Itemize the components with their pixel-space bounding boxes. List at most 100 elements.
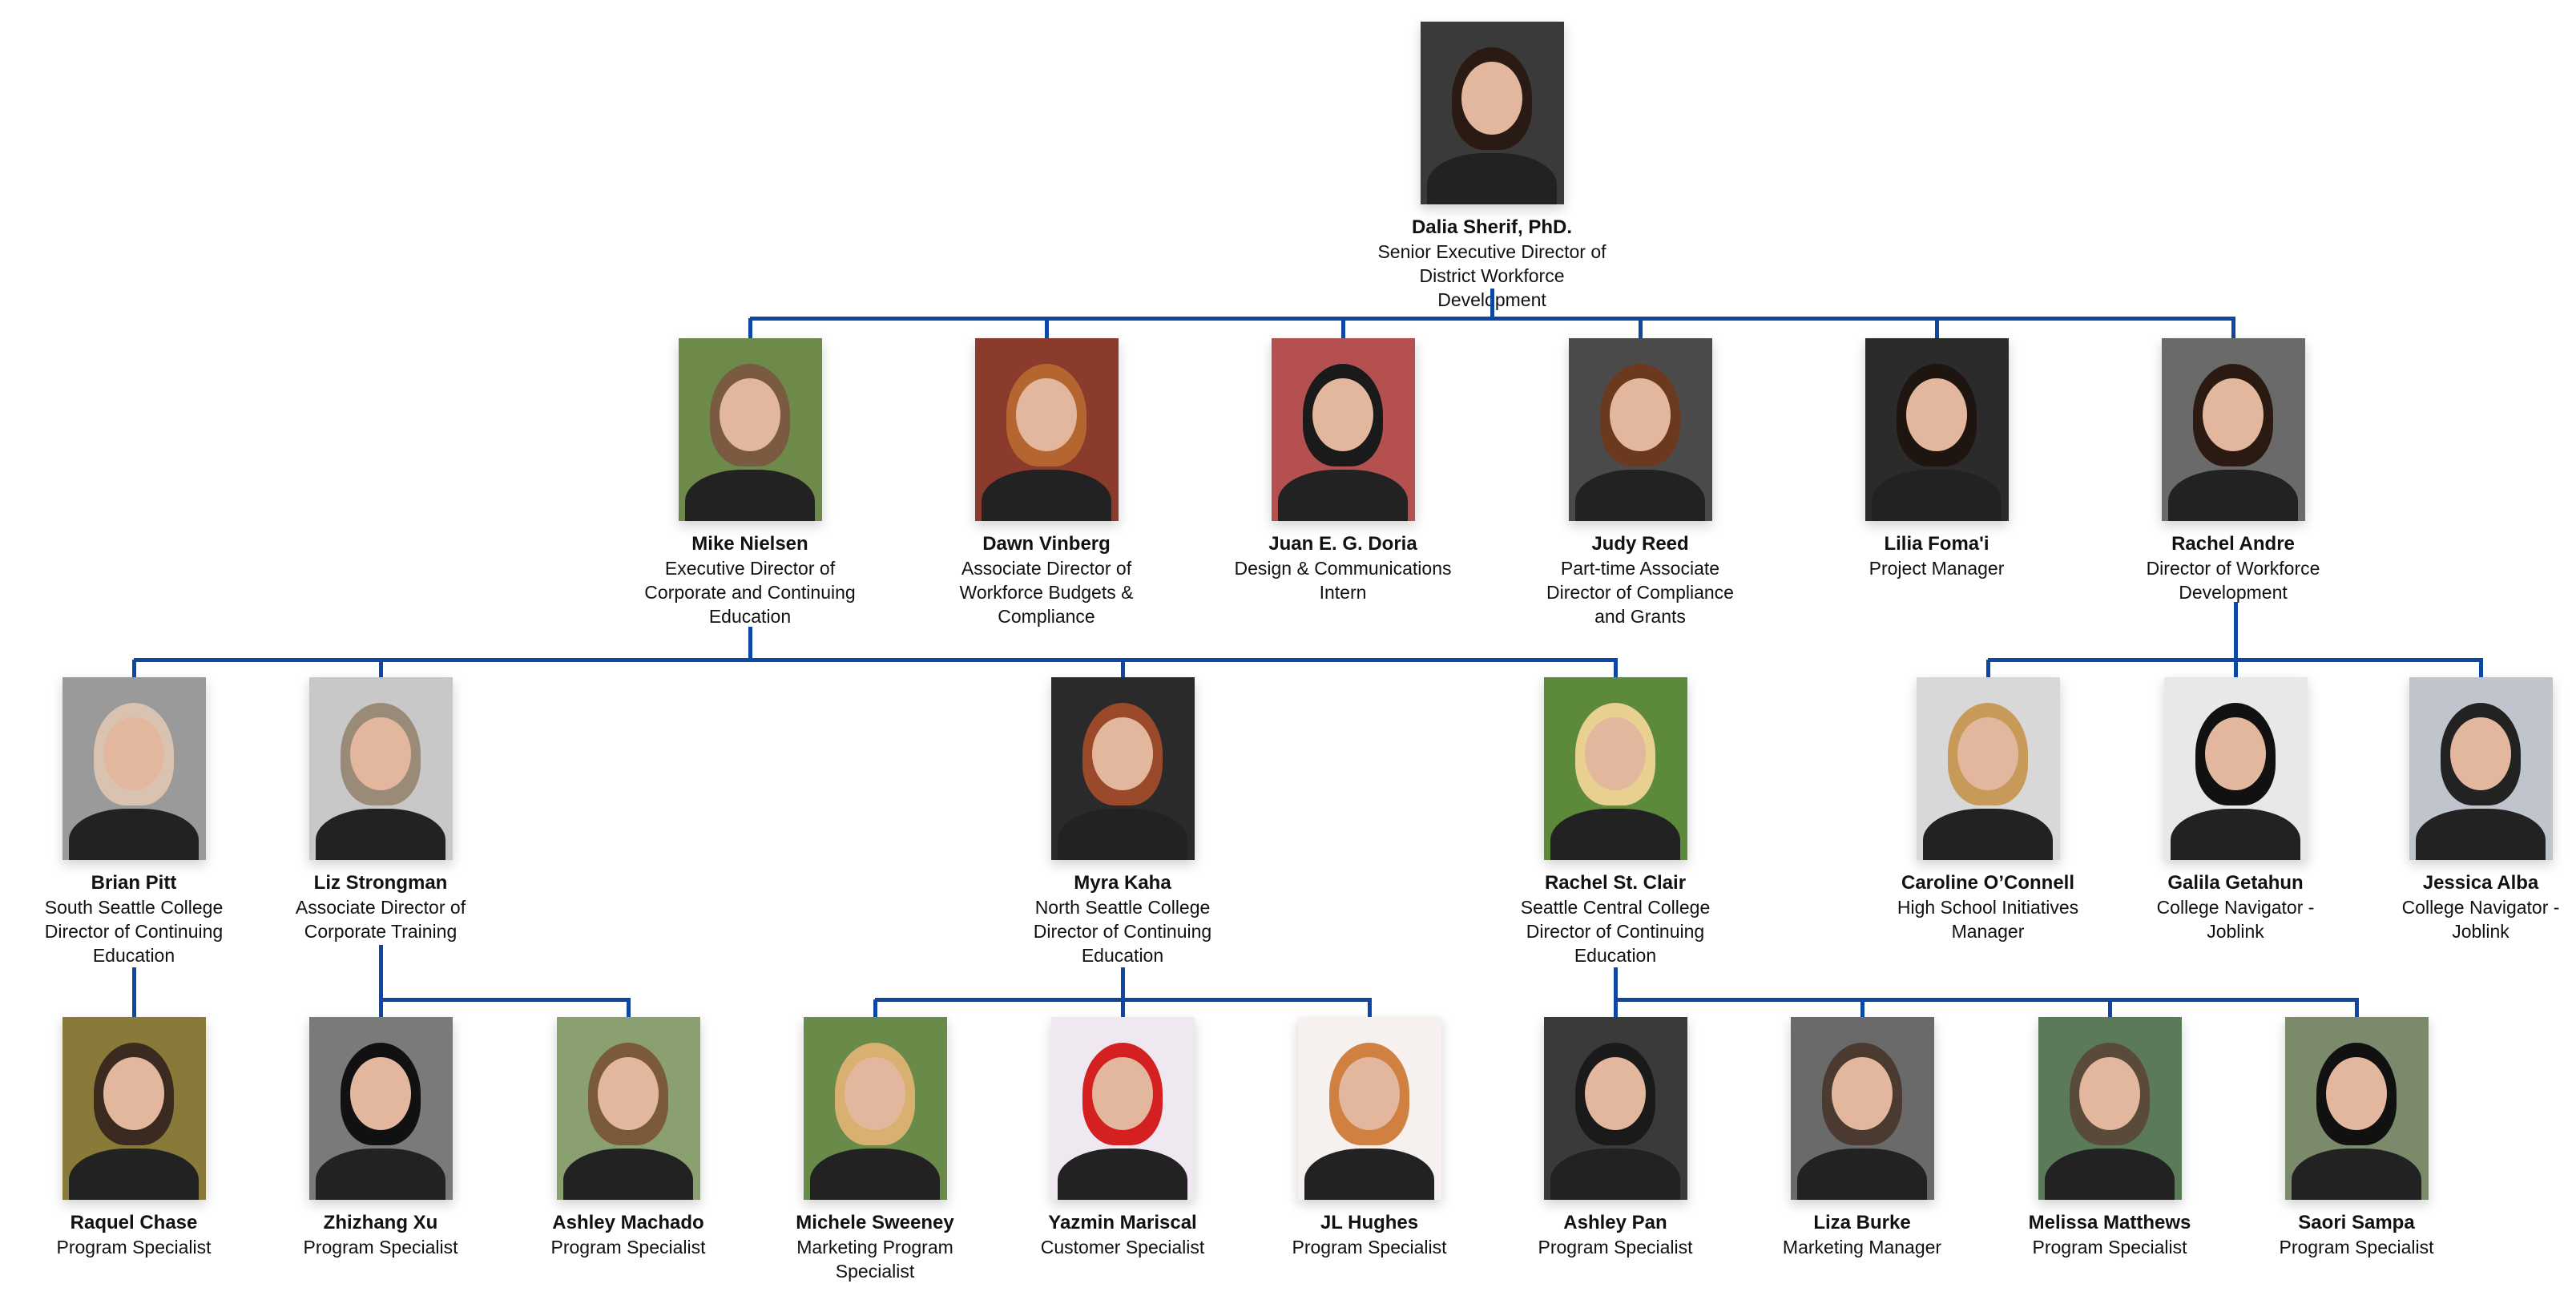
person-title-line: High School Initiatives [1897,897,2079,918]
person-title-line: Education [708,606,792,627]
profile-photo [308,677,453,860]
connector-line [2231,318,2235,338]
connector-line [134,658,1618,662]
person-name: JL Hughes [1320,1212,1419,1233]
person-title-line: North Seattle College [1034,897,1211,918]
person-title-line: Executive Director of [664,558,836,579]
person-title-line: Education [1574,945,1657,966]
person-title-line: Intern [1319,582,1367,603]
person-title-line: Associate Director of [295,897,466,918]
connector-line [379,660,383,677]
person-title-line: Program Specialist [56,1237,212,1258]
person-title-line: Program Specialist [550,1237,706,1258]
person-name: Zhizhang Xu [323,1212,438,1233]
person-title-line: Marketing Manager [1782,1237,1942,1258]
profile-photo [1864,338,2009,521]
person-title-line: College Navigator - [2401,897,2560,918]
connector-line [381,998,631,1002]
person-title-line: Program Specialist [303,1237,458,1258]
profile-photo [2284,1017,2429,1200]
connector-line [750,317,2235,321]
connector-line [627,999,631,1017]
connector-line [1614,967,1618,999]
profile-photo [803,1017,947,1200]
connector-line [1614,999,1618,1017]
person-name: Melissa Matthews [2028,1212,2191,1233]
person-name: Liz Strongman [313,872,448,894]
person-title-line: Director of Compliance [1546,582,1734,603]
person-name: Jessica Alba [2422,872,2539,894]
org-node: Zhizhang Xu Program Specialist [260,1017,501,1259]
connector-line [2355,999,2359,1017]
person-name: Liza Burke [1813,1212,1911,1233]
person-name: Ashley Pan [1563,1212,1667,1233]
profile-photo [1543,677,1687,860]
person-title-line: and Grants [1594,606,1686,627]
person-title-line: Program Specialist [2279,1237,2434,1258]
person-title-line: South Seattle College [44,897,224,918]
profile-photo [62,1017,206,1200]
profile-photo [1297,1017,1441,1200]
profile-photo [1420,22,1564,204]
profile-photo [2161,338,2305,521]
person-name: Dalia Sherif, PhD. [1411,216,1573,238]
profile-photo [974,338,1119,521]
person-title-line: Joblink [2452,921,2509,942]
person-title-line: Part-time Associate [1560,558,1720,579]
connector-line [2479,660,2483,677]
connector-line [379,999,383,1017]
connector-line [1121,967,1125,999]
connector-line [1341,318,1345,338]
person-title-line: Joblink [2207,921,2264,942]
profile-photo [62,677,206,860]
person-name: Raquel Chase [70,1212,198,1233]
profile-photo [2038,1017,2182,1200]
person-title-line: Specialist [835,1261,915,1282]
person-name: Mike Nielsen [691,533,808,555]
person-title-line: Design & Communications [1234,558,1452,579]
profile-photo [678,338,822,521]
person-title-line: College Navigator - [2156,897,2315,918]
person-title-line: Education [92,945,175,966]
person-title-line: Director of Workforce [2146,558,2320,579]
profile-photo [1568,338,1712,521]
person-title-line: Corporate and Continuing [644,582,856,603]
org-node: Dalia Sherif, PhD. Senior Executive Direc… [1372,22,1612,312]
profile-photo [1050,677,1195,860]
person-name: Brian Pitt [91,872,177,894]
person-title-line: Education [1081,945,1164,966]
person-title-line: Customer Specialist [1040,1237,1205,1258]
connector-line [748,627,752,660]
person-title-line: Director of Continuing [1033,921,1212,942]
connector-line [2234,660,2238,677]
connector-line [748,318,752,338]
person-name: Myra Kaha [1074,872,1171,894]
person-title-line: Workforce Budgets & [959,582,1134,603]
person-title-line: Senior Executive Director of [1377,241,1606,262]
person-title-line: Marketing Program [796,1237,953,1258]
profile-photo [1050,1017,1195,1200]
profile-photo [1790,1017,1934,1200]
person-name: Rachel St. Clair [1544,872,1687,894]
profile-photo [1916,677,2060,860]
person-title-line: Compliance [998,606,1095,627]
person-title-line: Program Specialist [1538,1237,1693,1258]
connector-line [1860,999,1864,1017]
person-name: Lilia Foma'i [1884,533,1989,555]
person-title-line: Development [2179,582,2288,603]
person-name: Dawn Vinberg [982,533,1111,555]
connector-line [1986,660,1990,677]
